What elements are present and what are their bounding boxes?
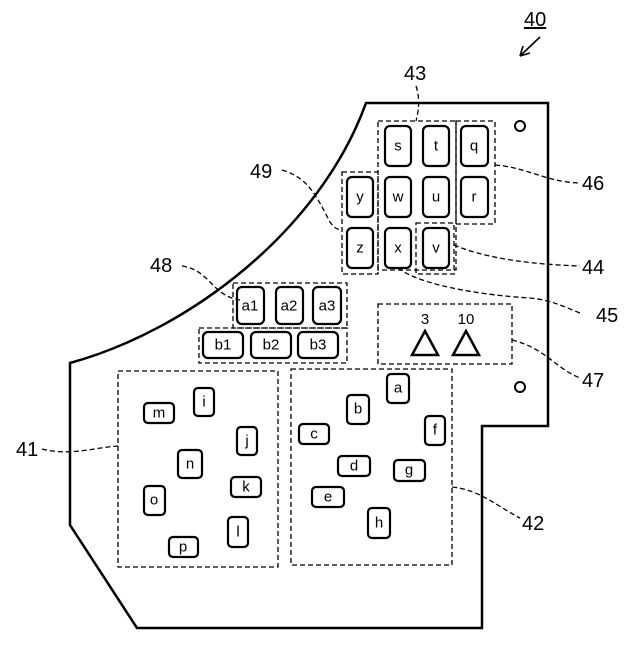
key-a2[interactable]: a2 [276,287,303,324]
ref-47: 47 [582,370,604,392]
mounting-hole-top [515,121,525,131]
key-k[interactable]: k [231,477,261,497]
key-a[interactable]: a [387,374,409,403]
key-b3[interactable]: b3 [298,332,338,358]
ref-48: 48 [150,255,172,277]
key-z[interactable]: z [347,228,373,268]
key-a3[interactable]: a3 [313,287,341,324]
svg-text:s: s [394,138,402,155]
key-j[interactable]: j [237,427,257,455]
indicator-right-value: 10 [458,311,475,328]
ref-46: 46 [582,173,604,195]
key-w[interactable]: w [385,177,411,217]
svg-text:e: e [324,489,332,506]
svg-text:b2: b2 [263,337,280,354]
svg-text:h: h [375,515,383,532]
svg-text:a1: a1 [242,298,259,315]
svg-text:g: g [405,462,413,479]
key-v[interactable]: v [423,228,449,268]
svg-text:d: d [350,458,358,475]
svg-text:j: j [244,433,248,450]
svg-text:x: x [394,240,402,257]
ref-41: 41 [16,439,38,461]
key-s[interactable]: s [385,126,411,166]
svg-text:o: o [150,492,158,509]
svg-text:q: q [470,138,478,155]
mounting-hole-bottom [515,382,525,392]
ref-44: 44 [582,257,604,279]
key-x[interactable]: x [385,228,411,268]
key-p[interactable]: p [169,537,198,557]
key-f[interactable]: f [425,416,445,445]
indicator-left-value: 3 [421,311,429,328]
key-e[interactable]: e [312,487,344,507]
svg-text:k: k [242,479,250,496]
svg-text:m: m [153,405,166,422]
svg-text:r: r [472,189,477,206]
svg-text:l: l [236,524,239,541]
svg-text:w: w [392,189,404,206]
key-i[interactable]: i [194,388,214,416]
svg-text:p: p [179,539,187,556]
ref-49: 49 [250,161,272,183]
key-b1[interactable]: b1 [203,332,243,358]
svg-text:b1: b1 [215,337,232,354]
key-a1[interactable]: a1 [237,287,264,324]
key-b2[interactable]: b2 [251,332,291,358]
key-q[interactable]: q [461,126,488,166]
ref-43: 43 [404,63,426,85]
key-b[interactable]: b [347,395,369,424]
svg-text:a: a [394,380,403,397]
key-r[interactable]: r [461,177,488,217]
figure-number: 40 [524,9,546,31]
svg-text:b: b [354,401,362,418]
svg-text:n: n [186,456,194,473]
svg-text:a2: a2 [281,298,298,315]
key-l[interactable]: l [228,517,248,547]
key-m[interactable]: m [144,403,174,423]
svg-text:y: y [356,189,364,206]
key-y[interactable]: y [347,177,373,217]
svg-text:c: c [310,426,318,443]
key-u[interactable]: u [423,177,449,217]
ref-42: 42 [522,513,544,535]
key-g[interactable]: g [394,460,425,481]
key-d[interactable]: d [338,456,370,476]
svg-text:z: z [356,240,364,257]
key-c[interactable]: c [299,424,329,444]
ref-45: 45 [596,305,618,327]
key-o[interactable]: o [144,486,165,515]
key-t[interactable]: t [423,126,449,166]
svg-text:v: v [432,240,440,257]
svg-text:i: i [202,394,205,411]
svg-text:a3: a3 [319,298,336,315]
svg-text:u: u [432,189,440,206]
key-h[interactable]: h [368,508,390,538]
svg-text:b3: b3 [310,337,327,354]
key-n[interactable]: n [178,450,202,478]
